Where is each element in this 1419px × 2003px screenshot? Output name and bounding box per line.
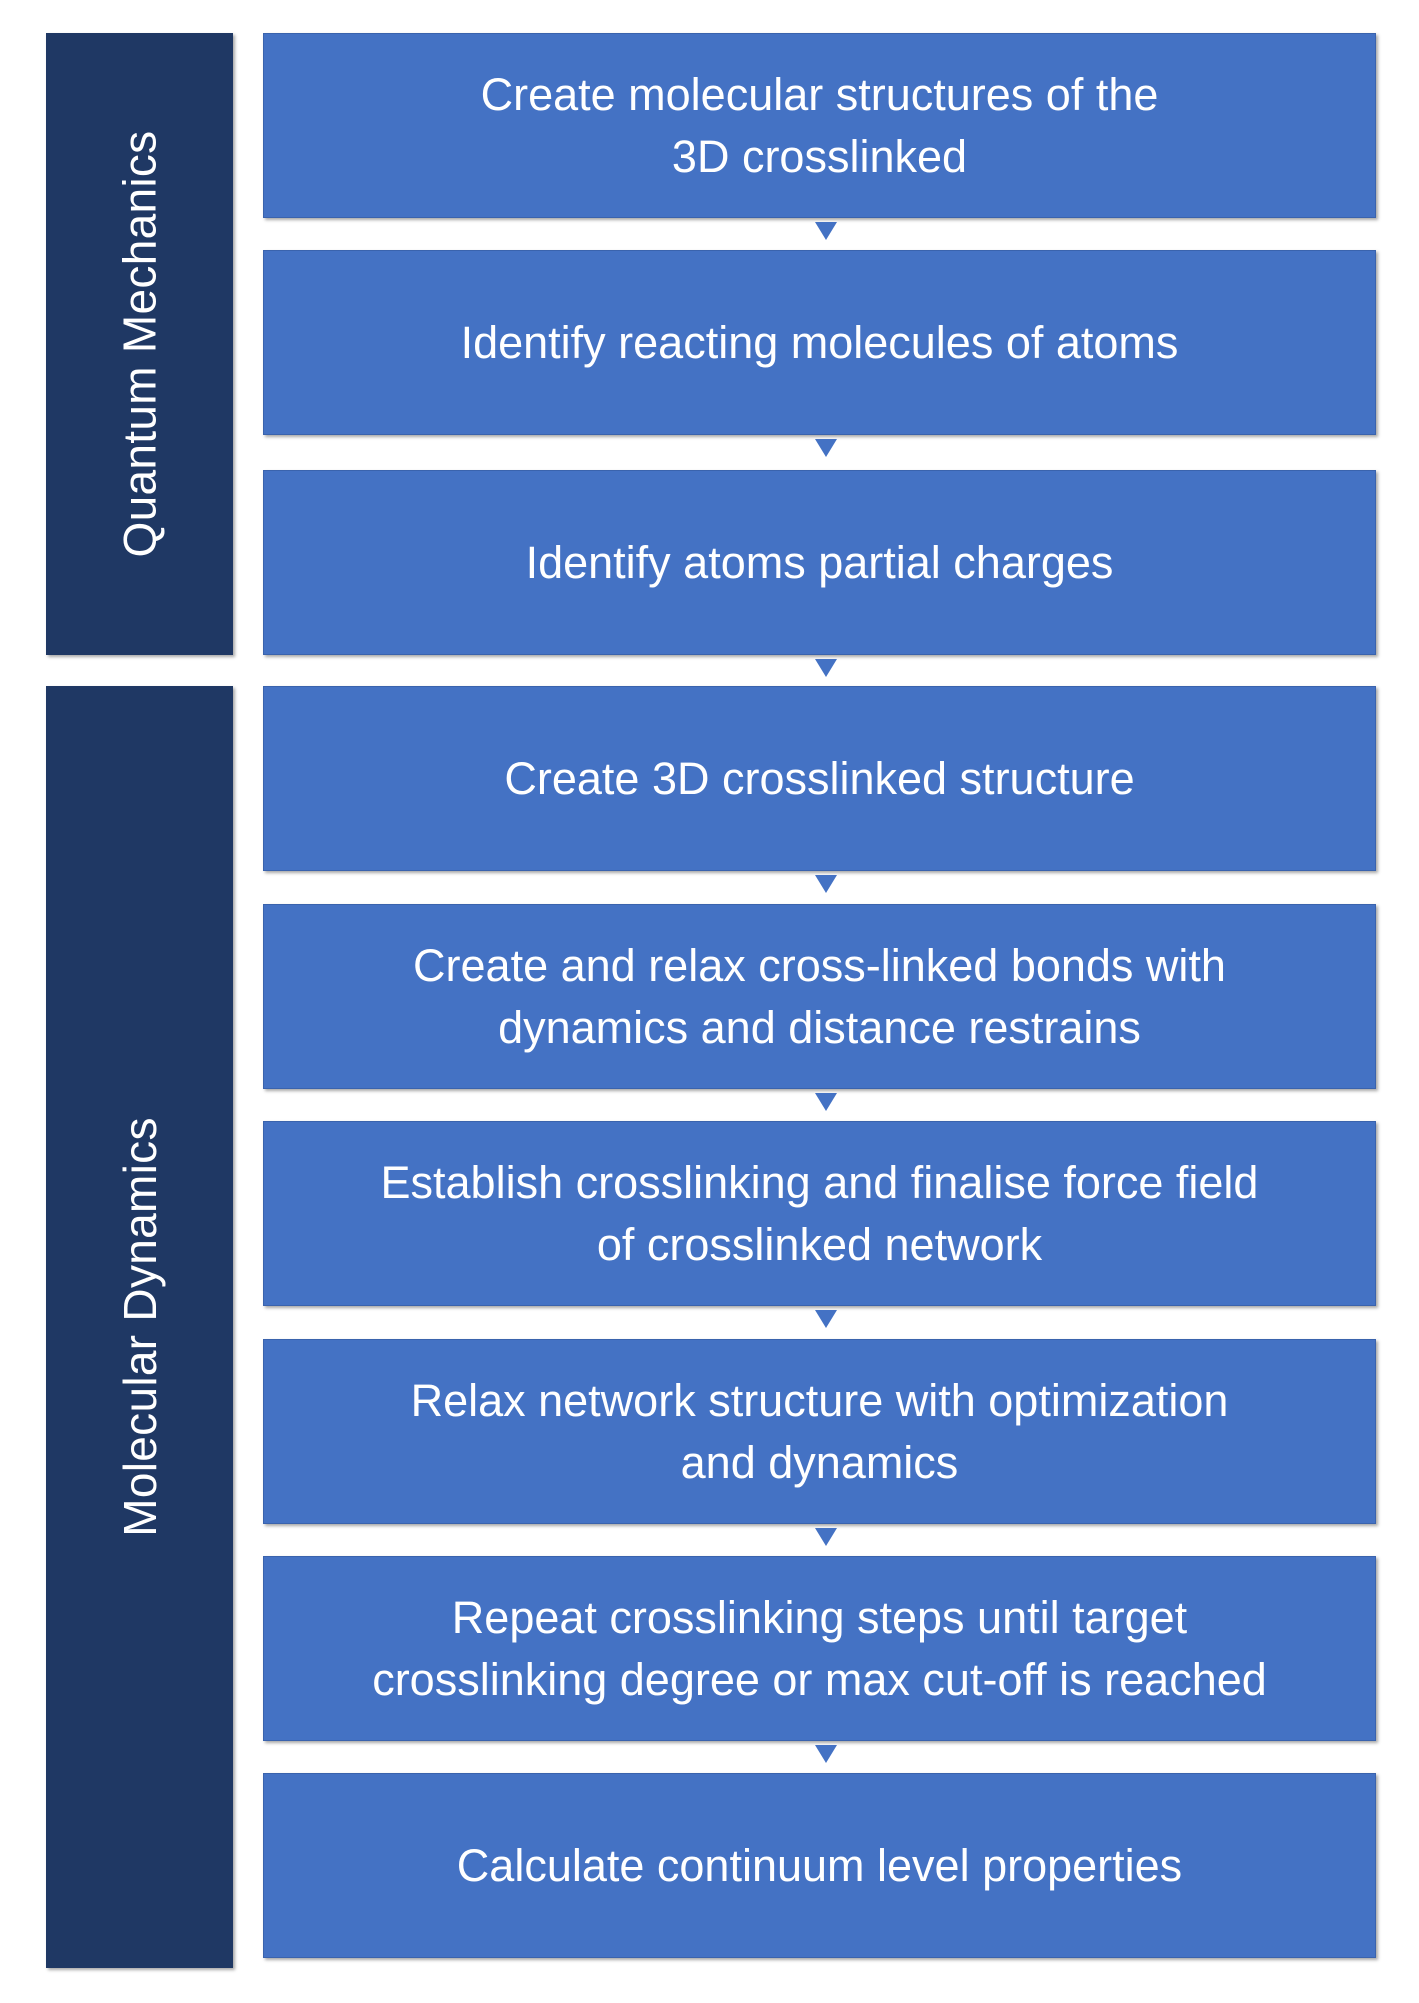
step-1-line-2: 3D crosslinked bbox=[671, 130, 968, 182]
step-box-1: Create molecular structures of the 3D cr… bbox=[263, 33, 1376, 218]
step-text-3: Identify atoms partial charges bbox=[506, 532, 1134, 594]
step-6-line-2: of crosslinked network bbox=[596, 1218, 1043, 1270]
step-text-2: Identify reacting molecules of atoms bbox=[441, 312, 1199, 374]
step-7-line-2: and dynamics bbox=[680, 1436, 959, 1488]
step-2-line-1: Identify reacting molecules of atoms bbox=[460, 316, 1179, 368]
step-text-8: Repeat crosslinking steps until target c… bbox=[352, 1587, 1287, 1711]
step-3-line-1: Identify atoms partial charges bbox=[525, 536, 1114, 588]
phase-label-molecular-dynamics: Molecular Dynamics bbox=[113, 1117, 166, 1537]
step-box-8: Repeat crosslinking steps until target c… bbox=[263, 1556, 1376, 1741]
flow-arrow-6 bbox=[815, 1310, 837, 1328]
flow-arrow-2 bbox=[815, 439, 837, 457]
step-box-2: Identify reacting molecules of atoms bbox=[263, 250, 1376, 435]
flow-arrow-1 bbox=[815, 222, 837, 240]
step-9-line-1: Calculate continuum level properties bbox=[456, 1839, 1183, 1891]
flow-arrow-7 bbox=[815, 1528, 837, 1546]
step-box-9: Calculate continuum level properties bbox=[263, 1773, 1376, 1958]
step-text-5: Create and relax cross-linked bonds with… bbox=[393, 935, 1246, 1059]
flow-arrow-8 bbox=[815, 1745, 837, 1763]
step-text-7: Relax network structure with optimizatio… bbox=[391, 1370, 1249, 1494]
step-text-6: Establish crosslinking and finalise forc… bbox=[361, 1152, 1279, 1276]
flow-arrow-4 bbox=[815, 875, 837, 893]
phase-molecular-dynamics: Molecular Dynamics bbox=[46, 686, 233, 1968]
step-6-line-1: Establish crosslinking and finalise forc… bbox=[380, 1156, 1259, 1208]
step-text-1: Create molecular structures of the 3D cr… bbox=[461, 64, 1179, 188]
step-7-line-1: Relax network structure with optimizatio… bbox=[410, 1374, 1229, 1426]
step-4-line-1: Create 3D crosslinked structure bbox=[504, 752, 1135, 804]
step-5-line-2: dynamics and distance restrains bbox=[498, 1001, 1141, 1053]
step-8-line-2: crosslinking degree or max cut-off is re… bbox=[372, 1653, 1267, 1705]
flow-arrow-3 bbox=[815, 659, 837, 677]
step-box-5: Create and relax cross-linked bonds with… bbox=[263, 904, 1376, 1089]
step-8-line-1: Repeat crosslinking steps until target bbox=[451, 1591, 1188, 1643]
flow-arrow-5 bbox=[815, 1093, 837, 1111]
step-1-line-1: Create molecular structures of the bbox=[480, 68, 1159, 120]
step-text-4: Create 3D crosslinked structure bbox=[484, 748, 1154, 810]
step-5-line-1: Create and relax cross-linked bonds with bbox=[413, 939, 1226, 991]
step-box-4: Create 3D crosslinked structure bbox=[263, 686, 1376, 871]
phase-quantum-mechanics: Quantum Mechanics bbox=[46, 33, 233, 655]
step-box-6: Establish crosslinking and finalise forc… bbox=[263, 1121, 1376, 1306]
step-box-3: Identify atoms partial charges bbox=[263, 470, 1376, 655]
phase-label-quantum-mechanics: Quantum Mechanics bbox=[113, 130, 166, 558]
step-text-9: Calculate continuum level properties bbox=[437, 1835, 1202, 1897]
step-box-7: Relax network structure with optimizatio… bbox=[263, 1339, 1376, 1524]
